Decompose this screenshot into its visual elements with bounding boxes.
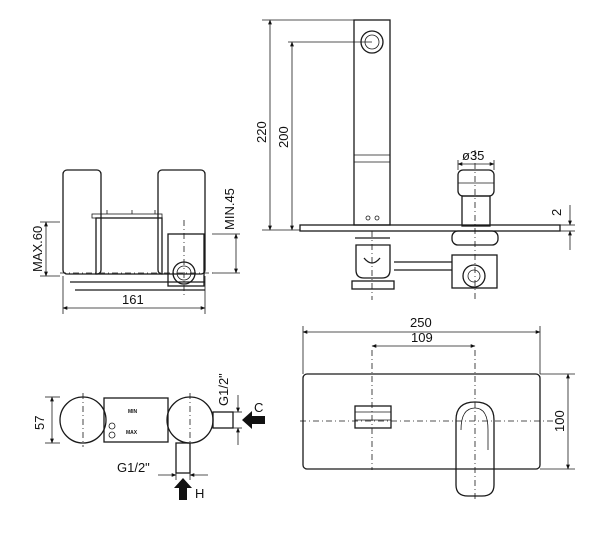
top-cold-inlet-fitting [212,411,234,429]
body-min-label: MIN [128,409,138,415]
plate-height-label: 100 [552,410,567,432]
plate-handle-lever [455,401,495,497]
front-inlet-ring [462,264,486,288]
side-outlet-bracket [167,233,205,287]
front-base-left [351,280,395,290]
front-body-housing-left [355,244,391,279]
handle-diameter-label: ø35 [462,148,484,163]
top-body-block [103,397,169,443]
hot-label: H [195,486,204,501]
front-body-curve [363,257,381,264]
outlet-thread-label: G1/2" [216,373,231,406]
front-elevation [262,19,575,300]
body-depth-label: 57 [32,416,47,430]
spout-body [353,19,391,226]
handle-stem [461,195,491,227]
body-max-label: MAX [126,430,138,436]
plate-spout-outlet [354,405,392,429]
side-valve-cap [91,213,163,219]
front-inlet-bore [467,269,481,283]
side-right-handle-body [157,169,206,275]
plate-handle-inner [460,407,489,450]
inlet-thread-label: G1/2" [117,460,150,475]
top-view [45,393,265,500]
side-min-depth-label: MIN.45 [222,188,237,230]
side-left-handle-body [62,169,102,275]
wall-plate [302,373,541,470]
hot-inlet-arrow [174,478,192,500]
spout-height-label: 220 [254,121,269,143]
plate-thickness-label: 2 [549,209,564,216]
front-plate-view [300,326,575,500]
center-distance-label: 109 [411,330,433,345]
wall-plate-edge [299,224,561,232]
cold-inlet-arrow [242,411,265,429]
side-valve-block [95,217,163,275]
side-width-label: 161 [122,292,144,307]
side-max-height-label: MAX.60 [30,226,45,272]
front-body-housing-right [451,254,498,289]
plate-width-label: 250 [410,315,432,330]
handle-flange [451,230,499,246]
spout-outlet-height-label: 200 [276,126,291,148]
cold-label: C [254,400,263,415]
top-hot-inlet-fitting [175,442,191,474]
side-view [40,169,240,314]
